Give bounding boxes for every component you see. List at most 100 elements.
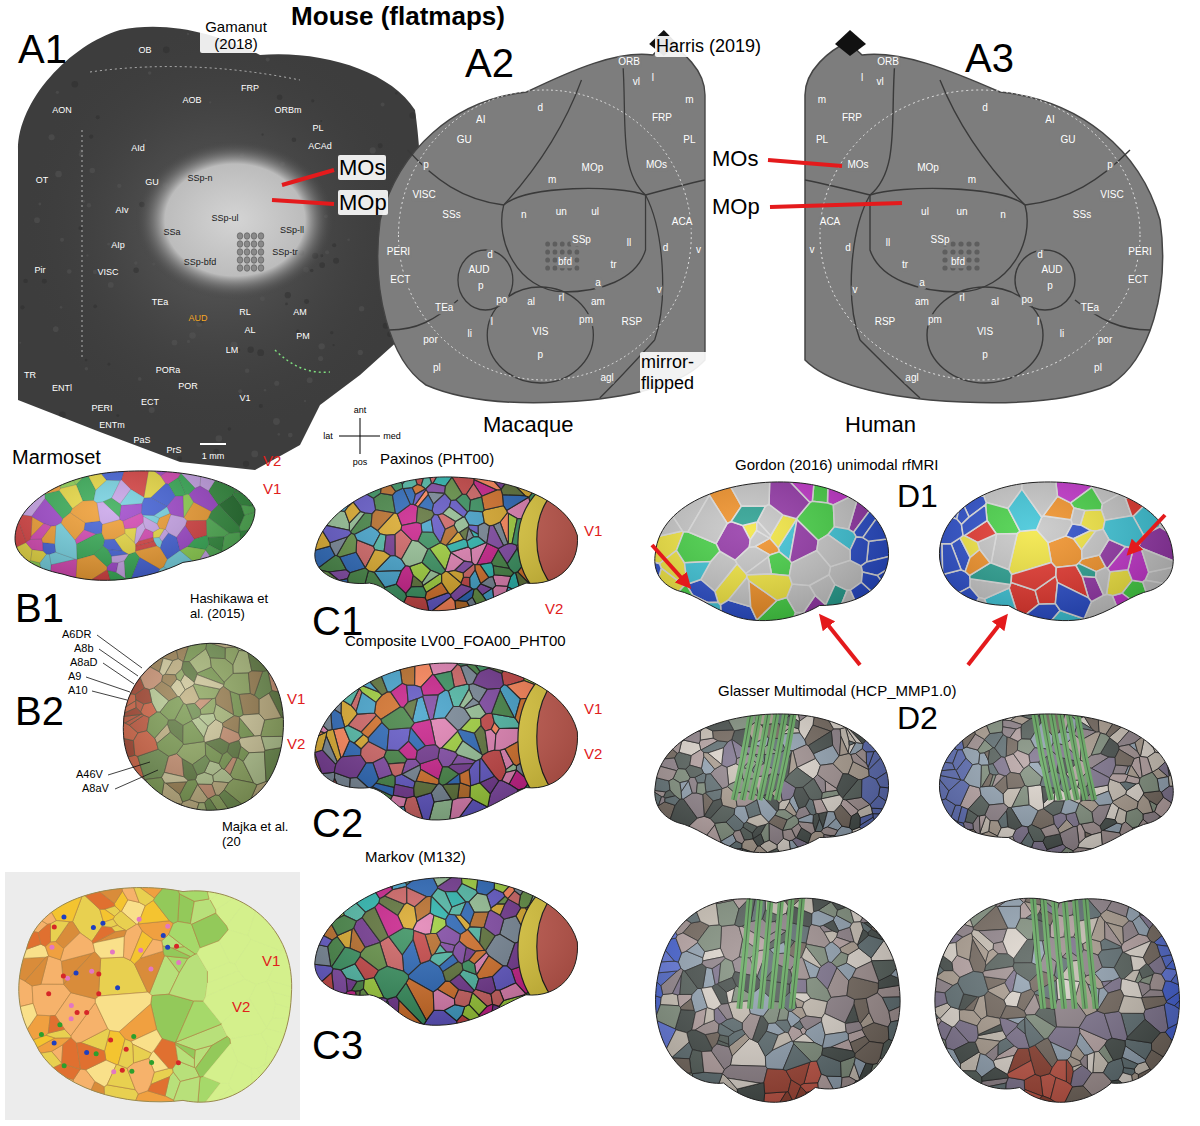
parcel <box>12 888 30 899</box>
brain-outline <box>939 482 1173 621</box>
parcel <box>548 787 580 803</box>
tissue-speckle <box>60 238 64 242</box>
brain-outline <box>939 714 1173 853</box>
parcel <box>324 671 354 690</box>
tissue-speckle <box>96 115 100 119</box>
marmoset-flatmap <box>12 880 297 1112</box>
parcel <box>335 993 352 1010</box>
tissue-speckle <box>38 203 41 206</box>
barrel <box>258 257 264 264</box>
parcel <box>340 1007 361 1023</box>
parcel <box>856 595 893 614</box>
tissue-speckle <box>288 433 293 438</box>
parcel <box>233 553 255 586</box>
parcel <box>935 478 957 498</box>
shading <box>310 870 580 1030</box>
barrel <box>244 257 250 264</box>
parcel <box>511 1006 539 1030</box>
parcel <box>316 990 336 1001</box>
tissue-speckle <box>273 418 280 425</box>
parcel <box>871 829 890 845</box>
parcel <box>310 689 333 715</box>
tissue-speckle <box>86 25 89 28</box>
tissue-speckle <box>55 171 62 178</box>
injection-dot <box>91 925 96 930</box>
parcel <box>50 921 69 943</box>
tissue-speckle <box>395 92 398 95</box>
parcel <box>15 559 30 586</box>
parcel <box>204 1088 237 1112</box>
tissue-speckle <box>402 50 408 56</box>
parcel <box>320 870 359 893</box>
tissue-speckle <box>148 71 152 75</box>
area-border <box>1075 300 1150 330</box>
parcel <box>948 726 956 749</box>
parcel <box>733 1096 744 1110</box>
parcel <box>648 710 665 723</box>
parcel <box>20 1075 63 1112</box>
parcel <box>889 892 907 915</box>
barrel <box>258 241 264 248</box>
parcel <box>365 870 395 876</box>
parcel <box>671 710 691 725</box>
injection-dot <box>96 991 101 996</box>
parcel <box>956 478 988 497</box>
parcel <box>95 992 152 1032</box>
parcel <box>320 893 336 911</box>
parcel <box>811 885 827 900</box>
parcel <box>561 655 580 675</box>
parcel <box>709 1083 724 1110</box>
parcel <box>45 942 63 960</box>
inset-ground <box>5 872 300 1120</box>
parcel <box>1143 836 1157 860</box>
parcel <box>128 646 144 660</box>
parcel <box>1165 839 1180 853</box>
parcel <box>970 849 987 860</box>
parcel <box>174 1077 200 1112</box>
parcel <box>645 1062 651 1074</box>
parcel <box>85 880 122 904</box>
parcel <box>937 814 946 828</box>
barrel <box>560 249 565 254</box>
parcel <box>218 568 235 586</box>
parcel <box>957 836 966 844</box>
shading <box>310 470 580 615</box>
parcel <box>362 593 381 615</box>
parcel <box>670 725 685 742</box>
parcel <box>826 885 854 894</box>
parcel <box>841 710 853 727</box>
parcel <box>255 1079 276 1095</box>
parcel <box>248 911 297 952</box>
parcel <box>684 710 703 732</box>
barrel <box>560 241 565 246</box>
parcel <box>853 840 876 852</box>
parcel <box>373 801 392 825</box>
brain-outline <box>315 663 578 820</box>
parcel <box>799 885 811 898</box>
barrel <box>966 257 971 262</box>
parcel <box>181 570 203 586</box>
parcel <box>132 655 145 672</box>
parcel <box>943 848 961 860</box>
parcel <box>864 727 876 742</box>
parcel <box>310 894 327 907</box>
barrel <box>575 257 580 262</box>
parcel <box>847 859 861 860</box>
parcel <box>948 710 975 726</box>
parcel <box>1131 832 1146 843</box>
tissue-speckle <box>311 99 314 102</box>
parcel <box>1154 720 1168 733</box>
tissue-speckle <box>209 101 211 103</box>
tissue-speckle <box>332 243 336 247</box>
parcel <box>257 1087 279 1103</box>
tissue-speckle <box>383 371 389 377</box>
parcel <box>321 661 337 677</box>
tissue-speckle <box>85 367 89 371</box>
barrel <box>942 249 947 254</box>
tissue-shading <box>20 20 420 440</box>
parcel <box>153 880 179 923</box>
brain-outline <box>15 471 255 580</box>
parcel <box>120 655 138 674</box>
area-border <box>389 300 458 330</box>
